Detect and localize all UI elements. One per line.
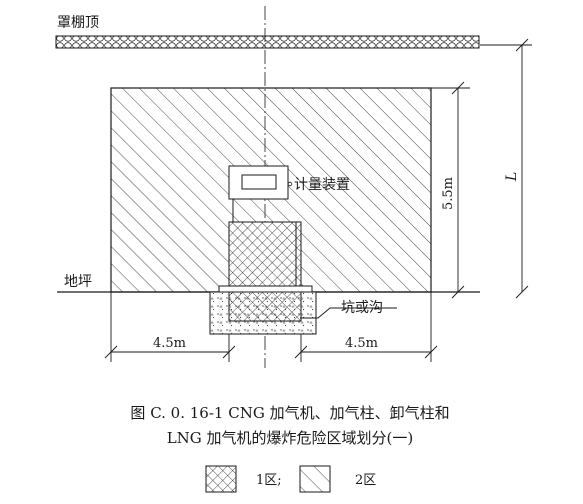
- total-height-dimension: [480, 38, 532, 299]
- pit-or-trench-label: 坑或沟: [341, 300, 383, 316]
- legend-zone-2-label: 2区: [355, 473, 376, 488]
- legend-zone-1-label: 1区;: [256, 473, 282, 488]
- legend-zone-2-swatch: [299, 465, 331, 493]
- height-dimension: [430, 81, 470, 299]
- ground-label: 地坪: [64, 274, 92, 290]
- metering-device-label: 计量装置: [294, 177, 350, 193]
- left-width-dimension: [104, 292, 236, 362]
- zone-1-pit: [228, 291, 302, 322]
- right-width-dimension: [294, 292, 438, 362]
- canopy-top-label: 罩棚顶: [57, 15, 99, 31]
- zone-1-dispenser: [228, 221, 302, 293]
- right-dim-label: 4.5m: [345, 336, 378, 351]
- metering-pointer-dot: [287, 181, 293, 187]
- metering-device: [228, 165, 289, 222]
- height-dim-label: 5.5m: [441, 177, 456, 210]
- legend-zone-1-swatch: [205, 465, 237, 493]
- canopy-roof: [55, 35, 480, 49]
- pit-leader-line: [300, 307, 397, 319]
- caption-line-2: LNG 加气机的爆炸危险区域划分(一): [167, 429, 414, 447]
- caption-line-1: 图 C. 0. 16-1 CNG 加气机、加气柱、卸气柱和: [130, 404, 449, 422]
- total-height-dim-label: L: [504, 172, 520, 182]
- base-top-slab: [218, 285, 313, 293]
- left-dim-label: 4.5m: [153, 336, 186, 351]
